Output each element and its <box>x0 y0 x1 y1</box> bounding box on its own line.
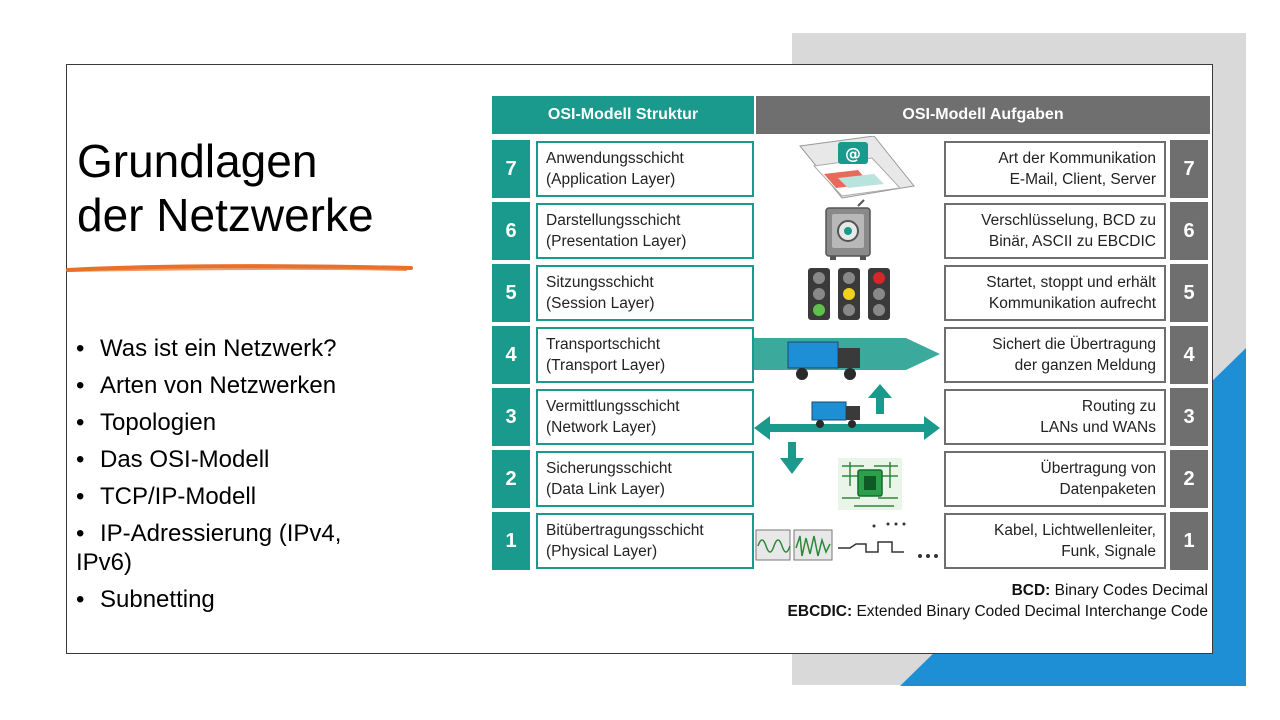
topic-list: •Was ist ein Netzwerk? •Arten von Netzwe… <box>76 334 396 622</box>
layer-number-left: 6 <box>492 202 530 260</box>
layer-number-right: 5 <box>1170 264 1208 322</box>
osi-icons-column: @ <box>754 136 940 561</box>
layer-number-left: 7 <box>492 140 530 198</box>
layer-name-box: Bitübertragungsschicht(Physical Layer) <box>536 513 754 569</box>
svg-text:@: @ <box>845 144 861 163</box>
header-osi-structure: OSI-Modell Struktur <box>492 96 754 134</box>
layer-task-box: Kabel, Lichtwellenleiter,Funk, Signale <box>944 513 1166 569</box>
layer-name-box: Transportschicht(Transport Layer) <box>536 327 754 383</box>
layer-name-box: Vermittlungsschicht(Network Layer) <box>536 389 754 445</box>
layer-number-left: 3 <box>492 388 530 446</box>
layer-number-right: 6 <box>1170 202 1208 260</box>
list-item: •Was ist ein Netzwerk? <box>76 335 337 362</box>
list-item: •IP-Adressierung (IPv4, IPv6) <box>76 520 342 576</box>
header-osi-tasks: OSI-Modell Aufgaben <box>756 96 1210 134</box>
layer-number-right: 4 <box>1170 326 1208 384</box>
layer-number-left: 5 <box>492 264 530 322</box>
layer-number-left: 2 <box>492 450 530 508</box>
safe-icon <box>825 199 871 260</box>
layer-name-box: Darstellungsschicht(Presentation Layer) <box>536 203 754 259</box>
layer-number-right: 3 <box>1170 388 1208 446</box>
title-line-2: der Netzwerke <box>77 189 374 241</box>
list-item: •TCP/IP-Modell <box>76 483 257 510</box>
network-routing-icon <box>754 384 940 474</box>
signal-waves-icon <box>755 522 938 561</box>
list-item: •Subnetting <box>76 586 215 613</box>
list-item: •Topologien <box>76 409 217 436</box>
traffic-light-icon <box>808 268 890 320</box>
layer-number-left: 1 <box>492 512 530 570</box>
slide-title: Grundlagen der Netzwerke <box>77 134 374 242</box>
layer-number-left: 4 <box>492 326 530 384</box>
circuit-chip-icon <box>838 458 902 510</box>
title-line-1: Grundlagen <box>77 135 318 187</box>
email-app-icon: @ <box>799 136 915 199</box>
layer-number-right: 2 <box>1170 450 1208 508</box>
legend-bcd: BCD: Binary Codes Decimal <box>1011 582 1208 599</box>
layer-name-box: Sitzungsschicht(Session Layer) <box>536 265 754 321</box>
layer-number-right: 7 <box>1170 140 1208 198</box>
title-underline <box>66 264 413 272</box>
list-item: •Das OSI-Modell <box>76 446 270 473</box>
truck-arrow-icon <box>754 338 940 380</box>
layer-name-box: Anwendungsschicht(Application Layer) <box>536 141 754 197</box>
legend-ebcdic: EBCDIC: Extended Binary Coded Decimal In… <box>787 603 1208 620</box>
list-item: •Arten von Netzwerken <box>76 372 337 399</box>
layer-name-box: Sicherungsschicht(Data Link Layer) <box>536 451 754 507</box>
osi-model-figure: OSI-Modell Struktur OSI-Modell Aufgaben … <box>492 96 1210 626</box>
layer-number-right: 1 <box>1170 512 1208 570</box>
